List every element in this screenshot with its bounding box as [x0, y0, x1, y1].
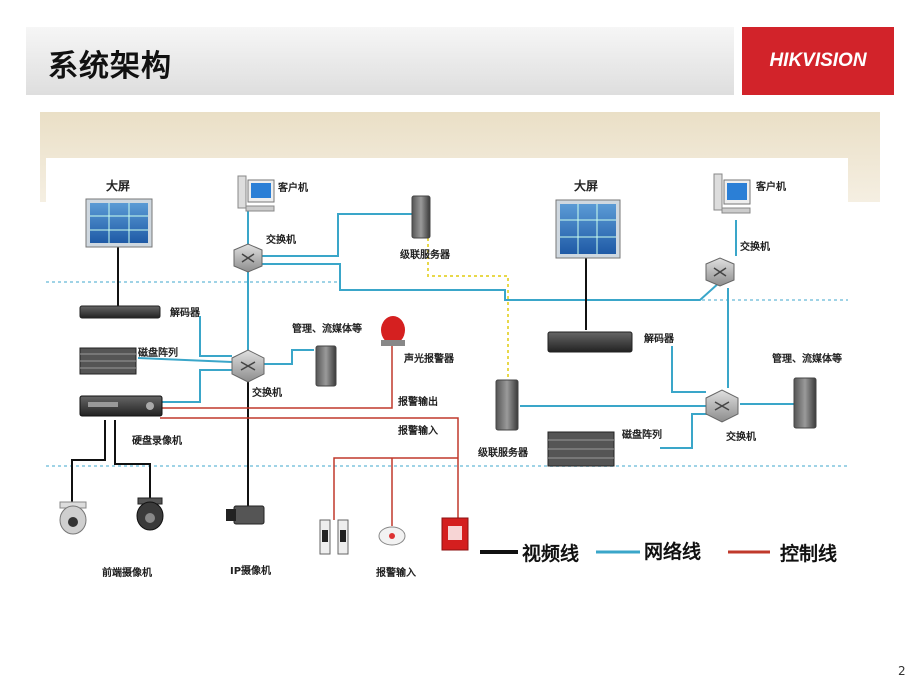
label-mgmt: 管理、流媒体等 [292, 322, 362, 335]
label-alarm-in: 报警输入 [376, 566, 416, 579]
right-video-wall [555, 199, 621, 259]
label-dvr: 硬盘录像机 [132, 434, 182, 447]
network-line [137, 357, 233, 363]
label-decoder-right: 解码器 [644, 332, 675, 345]
dome-camera-icon [136, 497, 164, 531]
label-alarm-in-line: 报警输入 [398, 424, 438, 437]
right-connections [520, 220, 794, 449]
right-switch-top-icon [705, 257, 735, 287]
title-bar: 系统架构 [26, 27, 734, 95]
left-switch-mid-icon [231, 349, 265, 383]
label-alarm-light: 声光报警器 [403, 352, 455, 365]
right-mgmt-server-icon [793, 377, 817, 429]
left-switch-top-icon [233, 243, 263, 273]
label-switch-top-right: 交换机 [740, 240, 770, 253]
left-client-pc-icon [237, 175, 275, 212]
dome-camera-icon [59, 501, 87, 535]
label-disk-array: 磁盘阵列 [138, 346, 178, 359]
control-line [160, 346, 393, 409]
control-line [333, 457, 458, 520]
right-disk-array-icon [547, 431, 615, 467]
network-line [262, 213, 412, 257]
control-line [160, 417, 459, 518]
video-line [114, 420, 151, 498]
diagram-panel [46, 158, 848, 582]
right-cascade-server-icon [495, 379, 519, 431]
legend-network-label: 网络线 [644, 540, 701, 563]
label-big-screen: 大屏 [106, 178, 130, 193]
dvr-icon [79, 395, 163, 417]
left-decoder-icon [79, 305, 161, 319]
right-switch-bottom-icon [705, 389, 739, 423]
label-mgmt-right: 管理、流媒体等 [772, 352, 842, 365]
legend-control-label: 控制线 [780, 542, 837, 565]
alarm-light-icon [381, 316, 405, 346]
hikvision-logo: HIKVISION [742, 27, 894, 95]
label-switch-bottom-right: 交换机 [726, 430, 756, 443]
smoke-detector-icon [378, 526, 406, 546]
label-client-right: 客户机 [755, 180, 786, 193]
label-ip-camera: IP摄像机 [230, 564, 271, 577]
label-cascade-server-right: 级联服务器 [477, 446, 529, 459]
legend: 视频线 网络线 控制线 [480, 540, 837, 565]
ip-camera-icon [226, 505, 265, 525]
left-cascade-server-icon [411, 195, 431, 239]
network-line [199, 316, 232, 357]
left-connections [71, 210, 721, 526]
right-decoder-icon [547, 331, 633, 353]
beam-detector-icon [319, 519, 349, 555]
label-cascade-server: 级联服务器 [399, 248, 451, 261]
manual-call-point-icon [441, 517, 469, 551]
page-title: 系统架构 [48, 49, 172, 84]
label-switch-mid: 交换机 [252, 386, 282, 399]
network-line [262, 349, 314, 365]
cascade-link-line [427, 238, 509, 380]
legend-video-label: 视频线 [522, 542, 579, 565]
video-line [71, 420, 106, 502]
left-mgmt-server-icon [315, 345, 337, 387]
left-video-wall [85, 198, 153, 248]
label-disk-array-right: 磁盘阵列 [622, 428, 662, 441]
label-client: 客户机 [277, 181, 308, 194]
logo-text: HIKVISION [769, 50, 867, 71]
right-client-pc-icon [713, 173, 751, 214]
label-decoder: 解码器 [170, 306, 201, 319]
left-disk-array-icon [79, 347, 137, 375]
network-line [162, 369, 232, 403]
network-line [660, 413, 708, 449]
label-big-screen-right: 大屏 [574, 178, 598, 193]
network-line [262, 263, 721, 301]
label-alarm-out: 报警输出 [398, 395, 438, 408]
label-switch-top: 交换机 [266, 233, 296, 246]
label-front-cameras: 前端摄像机 [102, 566, 152, 579]
page-number: 2 [898, 664, 906, 678]
network-line [671, 346, 706, 393]
